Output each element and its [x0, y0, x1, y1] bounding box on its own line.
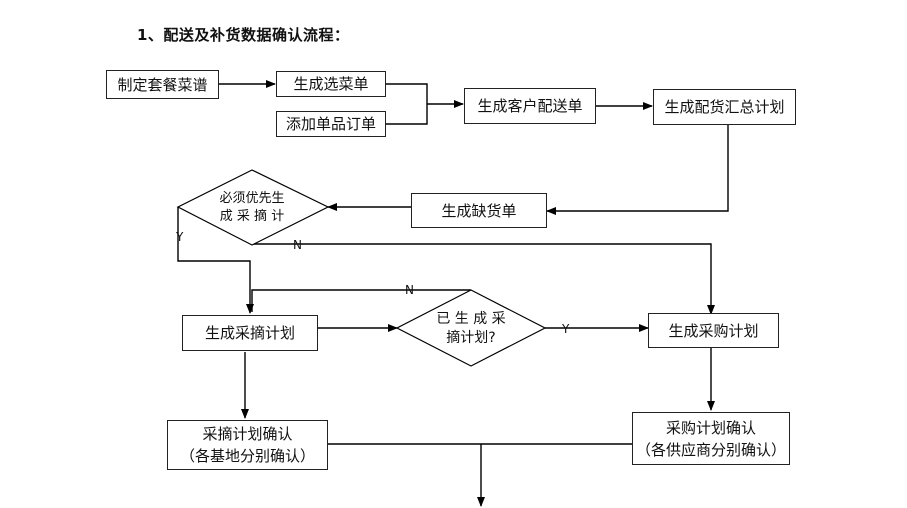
decision2-line1: 已 生 成 采 — [436, 311, 506, 327]
merge-lines — [386, 83, 428, 125]
purchase-confirm-line2: （各供应商分别确认） — [635, 440, 786, 459]
decision1-line2: 成 采 摘 计 — [219, 209, 285, 224]
page-title: 1、配送及补货数据确认流程： — [137, 26, 350, 44]
node-pick-plan: 生成采摘计划 — [182, 315, 318, 351]
label-y-decision1: Y — [176, 230, 184, 244]
decision-must-pick-first — [176, 169, 330, 246]
node-pick-confirm: 采摘计划确认 （各基地分别确认） — [167, 420, 328, 470]
node-purchase-plan: 生成采购计划 — [648, 313, 779, 348]
arrow-to-shortage — [546, 125, 729, 215]
loop-n-back — [251, 289, 471, 312]
arrow-n-to-purchase — [252, 243, 715, 315]
node-delivery-summary: 生成配货汇总计划 — [653, 89, 796, 125]
decision2-line2: 摘计划? — [446, 330, 496, 346]
pick-confirm-line1: 采摘计划确认 — [202, 425, 293, 443]
decision1-line1: 必须优先生 — [219, 191, 285, 206]
label-y-decision2: Y — [562, 322, 570, 336]
node-menu: 制定套餐菜谱 — [106, 70, 219, 99]
decision1-text: 必须优先生 成 采 摘 计 — [198, 190, 306, 226]
arrow-y-to-pick — [177, 207, 254, 314]
node-purchase-confirm: 采购计划确认 （各供应商分别确认） — [632, 412, 790, 465]
label-n-decision2: N — [405, 283, 414, 297]
purchase-confirm-line1: 采购计划确认 — [665, 418, 756, 437]
decision-pick-generated — [395, 289, 547, 367]
node-add-order: 添加单品订单 — [276, 111, 386, 137]
node-customer-delivery: 生成客户配送单 — [464, 88, 596, 124]
node-gen-menu: 生成选菜单 — [276, 71, 386, 97]
pick-confirm-line2: （各基地分别确认） — [179, 447, 315, 465]
label-n-decision1: N — [293, 238, 302, 252]
node-shortage: 生成缺货单 — [411, 193, 547, 228]
decision2-text: 已 生 成 采 摘计划? — [421, 310, 521, 348]
